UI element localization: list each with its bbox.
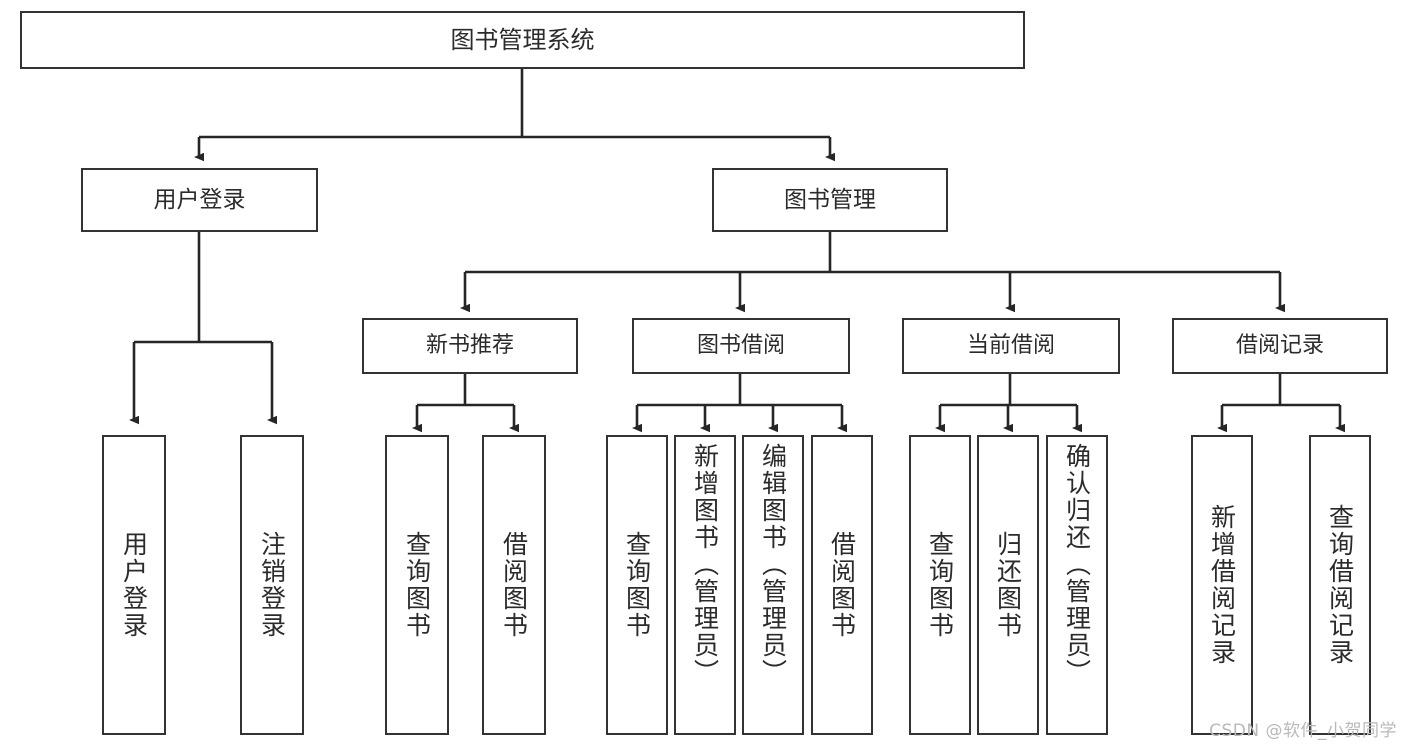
node-leaf-query-record[interactable]: 查询借阅记录 (1309, 435, 1371, 735)
node-leaf-query-book-3-label: 查询图书 (925, 531, 955, 639)
node-current-borrow-label: 当前借阅 (966, 333, 1055, 358)
node-leaf-return-book[interactable]: 归还图书 (977, 435, 1039, 735)
node-leaf-edit-book[interactable]: 编辑图书（管理员） (742, 435, 804, 735)
node-leaf-add-book-label: 新增图书（管理员） (690, 443, 720, 686)
node-user-login[interactable]: 用户登录 (81, 168, 318, 232)
node-new-book-recommend-label: 新书推荐 (425, 333, 514, 358)
node-leaf-add-book[interactable]: 新增图书（管理员） (674, 435, 736, 735)
node-leaf-borrow-book-1[interactable]: 借阅图书 (482, 435, 546, 735)
node-new-book-recommend[interactable]: 新书推荐 (362, 318, 578, 374)
node-root-label: 图书管理系统 (450, 26, 595, 54)
node-book-management-label: 图书管理 (784, 186, 876, 213)
node-current-borrow[interactable]: 当前借阅 (902, 318, 1120, 374)
node-borrow-record[interactable]: 借阅记录 (1172, 318, 1388, 374)
node-leaf-logout-login[interactable]: 注销登录 (240, 435, 304, 735)
node-leaf-add-record[interactable]: 新增借阅记录 (1191, 435, 1253, 735)
node-book-borrow[interactable]: 图书借阅 (632, 318, 850, 374)
node-leaf-query-book-3[interactable]: 查询图书 (909, 435, 971, 735)
node-root[interactable]: 图书管理系统 (20, 11, 1025, 69)
node-leaf-edit-book-label: 编辑图书（管理员） (758, 443, 788, 686)
node-leaf-borrow-book-1-label: 借阅图书 (499, 531, 529, 639)
node-leaf-user-login[interactable]: 用户登录 (102, 435, 166, 735)
node-leaf-add-record-label: 新增借阅记录 (1207, 504, 1237, 666)
node-book-management[interactable]: 图书管理 (712, 168, 948, 232)
node-leaf-query-book-2-label: 查询图书 (622, 531, 652, 639)
node-leaf-query-record-label: 查询借阅记录 (1325, 504, 1355, 666)
node-leaf-return-book-label: 归还图书 (993, 531, 1023, 639)
node-leaf-query-book-1[interactable]: 查询图书 (385, 435, 449, 735)
node-user-login-label: 用户登录 (153, 186, 246, 213)
node-leaf-confirm-return[interactable]: 确认归还（管理员） (1046, 435, 1108, 735)
node-leaf-borrow-book-2-label: 借阅图书 (827, 531, 857, 639)
node-leaf-user-login-label: 用户登录 (119, 531, 149, 639)
node-book-borrow-label: 图书借阅 (696, 333, 785, 358)
node-borrow-record-label: 借阅记录 (1235, 333, 1324, 358)
node-leaf-confirm-return-label: 确认归还（管理员） (1062, 443, 1092, 686)
node-leaf-logout-login-label: 注销登录 (257, 531, 287, 639)
node-leaf-borrow-book-2[interactable]: 借阅图书 (811, 435, 873, 735)
watermark-text: CSDN @软件_小贺同学 (1209, 721, 1397, 741)
node-leaf-query-book-2[interactable]: 查询图书 (606, 435, 668, 735)
node-leaf-query-book-1-label: 查询图书 (402, 531, 432, 639)
